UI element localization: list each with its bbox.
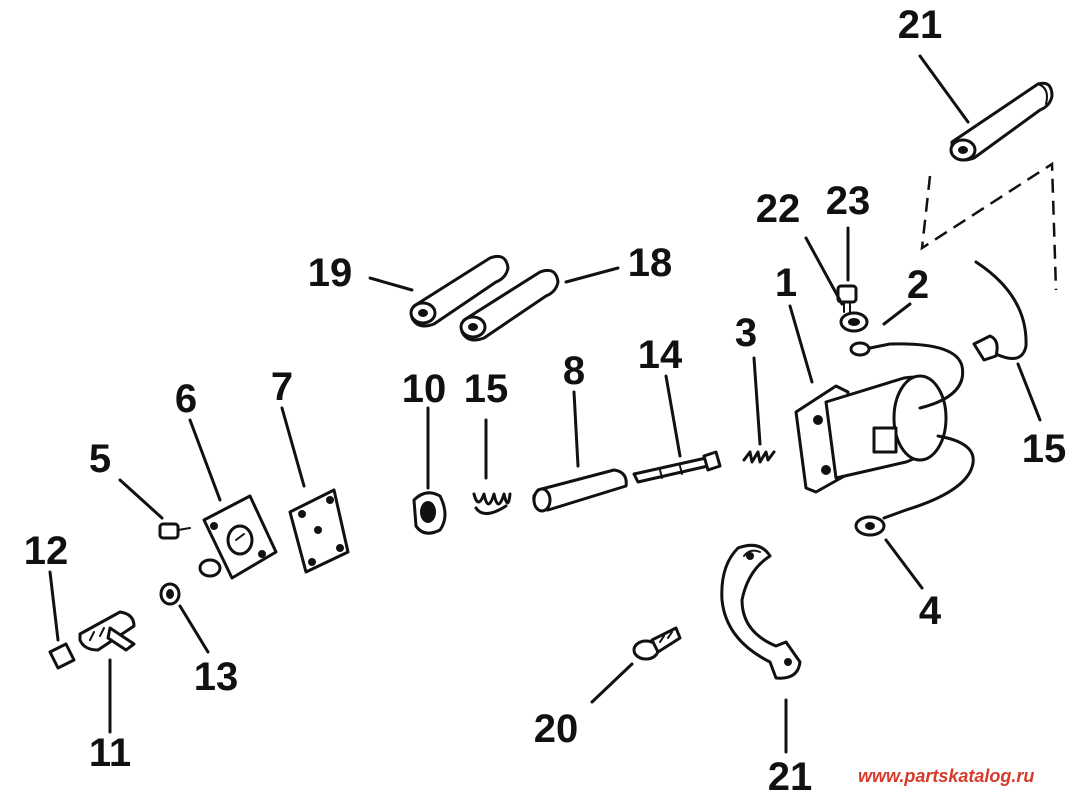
- callout-11: 11: [89, 731, 131, 775]
- callout-1: 1: [775, 261, 797, 305]
- callout-13: 13: [194, 655, 239, 699]
- leader-1: [788, 304, 814, 384]
- leader-5: [118, 478, 164, 520]
- callout-labels: 21 22 23 2 1 15 4 3 14 8 15 10 7 6 5 12 …: [24, 3, 1067, 799]
- part-11-fitting: [78, 610, 136, 652]
- leader-6: [188, 418, 222, 502]
- part-3-spring: [742, 450, 776, 464]
- leader-lines: [48, 54, 1042, 754]
- callout-3: 3: [735, 311, 757, 355]
- leader-19: [590, 662, 634, 704]
- part-20-bracket: [720, 543, 802, 680]
- part-15-spring: [472, 492, 512, 515]
- callout-19: 20: [534, 707, 579, 751]
- part-18-sleeve: [409, 254, 510, 328]
- callout-14: 14: [638, 333, 683, 377]
- leader-21: [918, 54, 970, 124]
- callout-12: 12: [24, 529, 69, 573]
- callout-23: 23: [826, 179, 871, 223]
- callout-21: 21: [898, 3, 943, 47]
- leader-14: [664, 374, 682, 458]
- callout-2: 2: [907, 263, 929, 307]
- leader-4: [884, 538, 924, 590]
- part-8-plunger: [532, 468, 628, 513]
- callout-7: 7: [271, 365, 293, 409]
- leader-12: [48, 570, 60, 642]
- callout-15: 15: [464, 367, 509, 411]
- part-12-cap: [48, 642, 76, 670]
- callout-4: 4: [919, 589, 942, 633]
- callout-16: 15: [1022, 427, 1067, 471]
- callout-8: 8: [563, 349, 585, 393]
- callout-5: 5: [89, 437, 111, 481]
- part-5-screw: [158, 522, 191, 540]
- callout-6: 6: [175, 377, 197, 421]
- part-10-bushing: [412, 491, 447, 535]
- leader-8: [572, 390, 580, 468]
- leader-16: [1016, 362, 1042, 422]
- leader-18: [368, 276, 414, 292]
- callout-10: 10: [402, 367, 447, 411]
- leader-7: [280, 406, 306, 488]
- dashed-alignment-line: [920, 161, 1058, 291]
- part-6-end-cap: [198, 494, 278, 580]
- callout-18: 19: [308, 251, 353, 295]
- leader-17: [564, 266, 620, 284]
- leader-22: [804, 236, 844, 306]
- part-14-plunger-rod: [632, 450, 722, 484]
- part-19-screw: [632, 626, 682, 661]
- callout-17: 18: [628, 241, 673, 285]
- part-16-clip: [972, 260, 1028, 362]
- part-13-washer: [159, 582, 181, 606]
- part-1-solenoid: [794, 341, 975, 537]
- leader-2: [882, 302, 912, 326]
- part-21-sleeve: [949, 81, 1054, 162]
- callout-20: 21: [768, 755, 813, 799]
- part-17-sleeve: [459, 268, 560, 342]
- part-7-gasket: [288, 488, 350, 574]
- leader-13: [178, 604, 210, 654]
- part-22-nut: [839, 311, 869, 333]
- watermark-url: www.partskatalog.ru: [858, 766, 1034, 786]
- callout-22: 22: [756, 187, 801, 231]
- leader-3: [752, 356, 762, 446]
